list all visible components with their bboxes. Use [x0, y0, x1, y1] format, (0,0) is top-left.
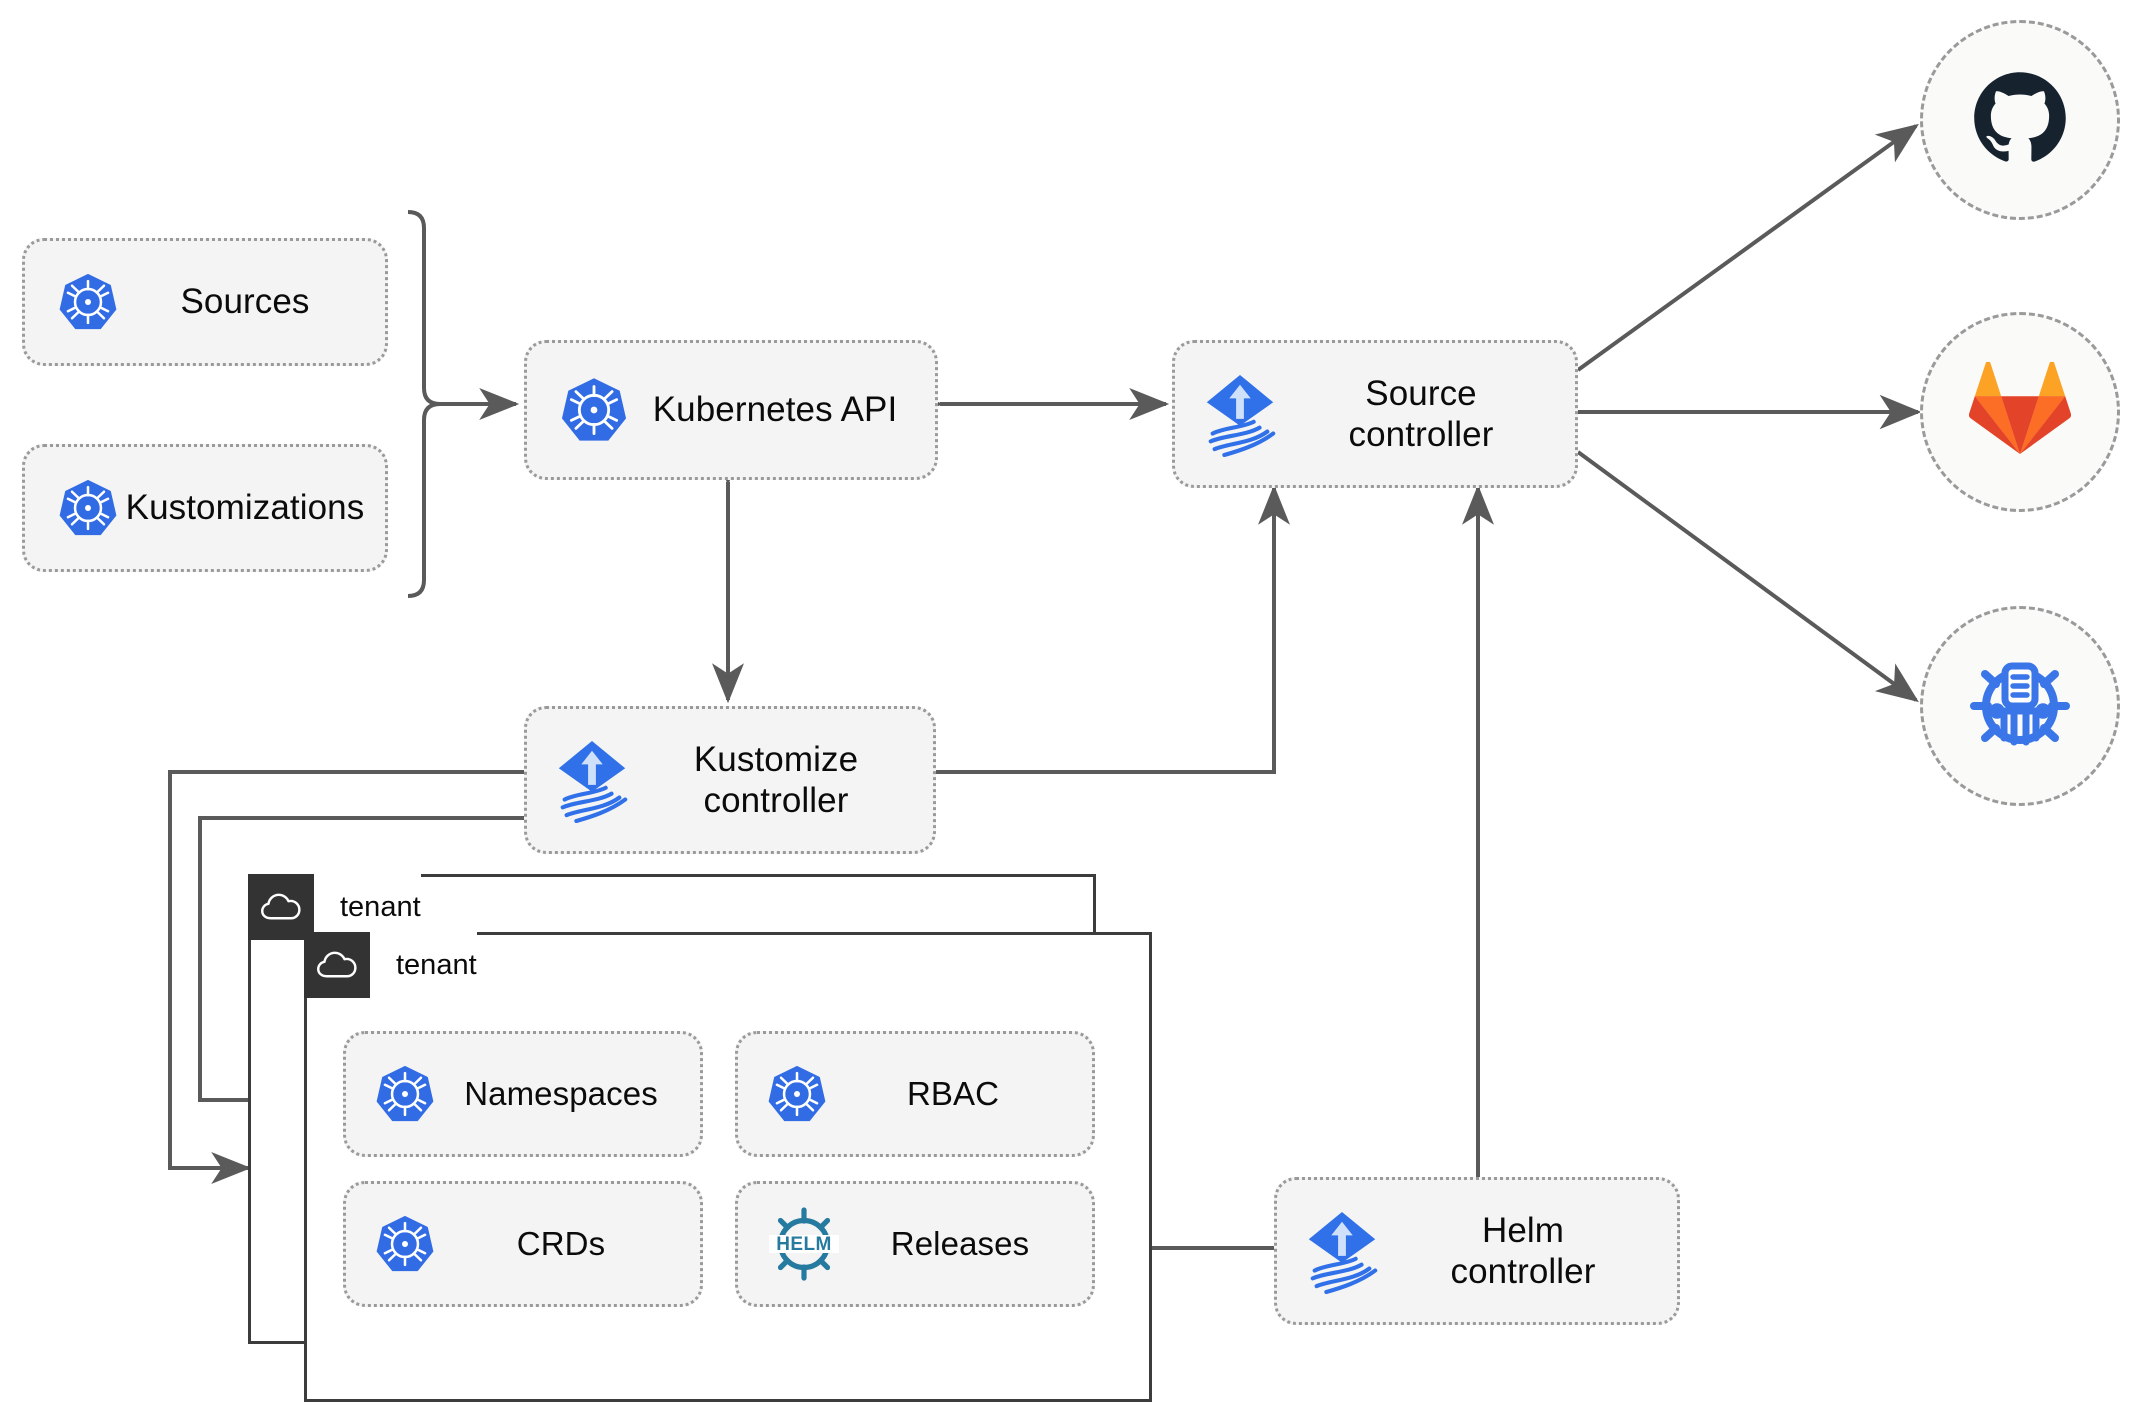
kubernetes-icon	[57, 271, 119, 333]
node-kustomizations[interactable]: Kustomizations	[22, 444, 388, 572]
tenant-2-titlebar: tenant	[304, 932, 477, 998]
edge-kustomize-controller-source-controller	[936, 484, 1290, 774]
flux-icon	[1301, 1208, 1383, 1294]
cloud-icon	[248, 874, 314, 940]
kubernetes-icon	[766, 1063, 828, 1125]
node-kustomize-controller[interactable]: Kustomize controller	[524, 706, 936, 854]
node-crds-label: CRDs	[516, 1224, 606, 1262]
node-releases-label: Releases	[890, 1224, 1030, 1262]
flux-icon	[551, 737, 633, 823]
provider-github[interactable]	[1920, 20, 2120, 220]
flux-icon	[1199, 371, 1281, 457]
node-sources-label: Sources	[180, 282, 310, 322]
node-kustomize-controller-label: Kustomize controller	[693, 739, 859, 820]
node-source-controller-label: Source controller	[1348, 373, 1494, 454]
tenant-1-titlebar: tenant	[248, 874, 421, 940]
edge-source-controller-registry	[1576, 450, 1919, 703]
node-kubernetes-api-label: Kubernetes API	[652, 390, 898, 430]
edge-source-controller-github	[1576, 123, 1919, 372]
tenant-1-label: tenant	[314, 874, 421, 940]
node-helm-controller-label: Helm controller	[1450, 1210, 1596, 1291]
node-namespaces-label: Namespaces	[464, 1074, 658, 1112]
kubernetes-icon	[374, 1063, 436, 1125]
provider-gitlab[interactable]	[1920, 312, 2120, 512]
edge-resources-bracket	[407, 210, 441, 598]
node-sources[interactable]: Sources	[22, 238, 388, 366]
node-helm-controller[interactable]: Helm controller	[1274, 1177, 1680, 1325]
node-rbac[interactable]: RBAC	[735, 1031, 1095, 1157]
node-releases[interactable]: HELM Releases	[735, 1181, 1095, 1307]
helm-icon: HELM	[766, 1206, 842, 1282]
node-source-controller[interactable]: Source controller	[1172, 340, 1578, 488]
kubernetes-icon	[559, 375, 629, 445]
gitlab-icon	[1968, 359, 2072, 463]
kubernetes-icon	[57, 477, 119, 539]
provider-helm-registry[interactable]	[1920, 606, 2120, 806]
kubernetes-icon	[374, 1213, 436, 1275]
node-crds[interactable]: CRDs	[343, 1181, 703, 1307]
node-namespaces[interactable]: Namespaces	[343, 1031, 703, 1157]
github-icon	[1968, 66, 2072, 175]
node-rbac-label: RBAC	[906, 1074, 1000, 1112]
node-kustomizations-label: Kustomizations	[125, 488, 365, 528]
tenant-2-label: tenant	[370, 932, 477, 998]
svg-text:HELM: HELM	[776, 1234, 831, 1255]
helm-registry-icon	[1964, 648, 2076, 765]
tenant-window-2[interactable]: tenant	[304, 932, 1152, 1402]
node-kubernetes-api[interactable]: Kubernetes API	[524, 340, 938, 480]
cloud-icon	[304, 932, 370, 998]
